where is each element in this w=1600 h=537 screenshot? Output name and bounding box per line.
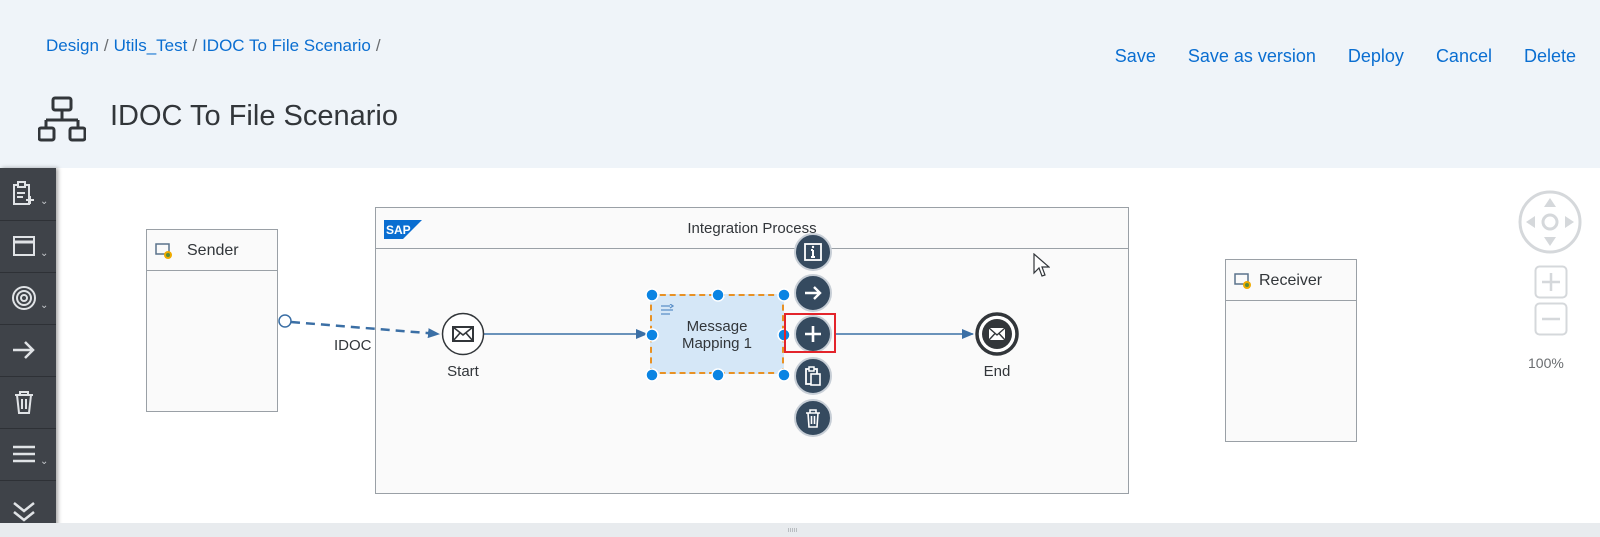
pan-control[interactable]	[1518, 190, 1582, 254]
add-button-highlight	[784, 313, 836, 353]
palette-events[interactable]: ⌄	[0, 272, 56, 325]
save-as-version-button[interactable]: Save as version	[1187, 46, 1316, 66]
end-event[interactable]	[975, 312, 1019, 356]
paste-button[interactable]	[794, 357, 832, 395]
palette-delete[interactable]	[0, 376, 56, 429]
palette-participants[interactable]: ⌄	[0, 168, 56, 221]
resize-handle[interactable]	[645, 368, 659, 382]
palette-menu[interactable]: ⌄	[0, 428, 56, 481]
sender-label: Sender	[187, 242, 239, 259]
header-actions: Save Save as version Deploy Cancel Delet…	[1083, 46, 1576, 67]
breadcrumb-separator: /	[192, 36, 198, 55]
delete-icon	[806, 409, 820, 428]
mapping-label-line2: Mapping 1	[681, 335, 753, 352]
breadcrumb-idoc-scenario[interactable]: IDOC To File Scenario	[202, 36, 371, 55]
page-header: Design/Utils_Test/IDOC To File Scenario/…	[0, 0, 1600, 168]
start-event[interactable]	[441, 312, 485, 356]
paste-icon	[805, 366, 821, 386]
breadcrumb-utils-test[interactable]: Utils_Test	[113, 36, 188, 55]
info-icon	[804, 243, 822, 261]
delete-button[interactable]: Delete	[1523, 46, 1576, 66]
cursor-icon	[1033, 253, 1050, 277]
receiver-pool[interactable]: Receiver	[1225, 259, 1357, 442]
menu-icon	[13, 445, 35, 463]
grip-icon	[788, 528, 798, 532]
sender-header: Sender	[147, 230, 277, 271]
events-icon	[12, 286, 36, 310]
process-icon	[13, 236, 35, 256]
connect-arrow-icon	[805, 286, 822, 300]
connection-label: IDOC	[334, 337, 372, 354]
connector-arrow-icon	[13, 341, 35, 359]
chevron-down-icon: ⌄	[40, 300, 49, 311]
palette-more[interactable]	[0, 480, 56, 537]
integration-flow-icon	[38, 96, 86, 142]
sap-logo-text: SAP	[386, 223, 411, 237]
zoom-level: 100%	[1528, 355, 1564, 371]
participant-icon	[1234, 273, 1251, 289]
chevron-down-icon: ⌄	[40, 248, 49, 259]
zoom-out-button[interactable]	[1534, 302, 1568, 336]
deploy-button[interactable]: Deploy	[1347, 46, 1404, 66]
breadcrumb-design[interactable]: Design	[46, 36, 99, 55]
mapping-icon	[661, 304, 674, 315]
delete-step-button[interactable]	[794, 399, 832, 437]
mapping-label: Message Mapping 1	[652, 318, 782, 352]
resize-handle[interactable]	[777, 368, 791, 382]
receiver-label: Receiver	[1259, 272, 1323, 289]
envelope-icon	[452, 326, 474, 342]
resize-handle[interactable]	[711, 288, 725, 302]
resize-handle[interactable]	[645, 328, 659, 342]
integration-process-title: Integration Process	[687, 220, 817, 237]
envelope-icon	[988, 327, 1006, 341]
palette-connector[interactable]	[0, 324, 56, 377]
chevron-down-icon: ⌄	[40, 456, 49, 467]
resize-handle[interactable]	[777, 288, 791, 302]
resize-handle[interactable]	[645, 288, 659, 302]
breadcrumb-separator: /	[103, 36, 109, 55]
zoom-in-button[interactable]	[1534, 265, 1568, 299]
participant-icon	[155, 243, 172, 259]
breadcrumb-separator: /	[375, 36, 381, 55]
breadcrumb: Design/Utils_Test/IDOC To File Scenario/	[46, 36, 386, 56]
sender-pool[interactable]: Sender	[146, 229, 278, 412]
idoc-connection[interactable]	[290, 320, 440, 339]
receiver-header: Receiver	[1226, 260, 1356, 301]
save-button[interactable]: Save	[1114, 46, 1156, 66]
properties-splitter[interactable]	[0, 523, 1600, 537]
start-label: Start	[447, 363, 479, 380]
info-button[interactable]	[794, 233, 832, 271]
chevron-down-icon: ⌄	[40, 196, 49, 207]
mapping-label-line1: Message	[686, 318, 748, 335]
add-icon	[805, 326, 821, 342]
more-icon	[13, 502, 35, 522]
sap-logo: SAP	[384, 220, 422, 239]
cancel-button[interactable]: Cancel	[1435, 46, 1492, 66]
connection-start-point	[278, 314, 292, 328]
tool-palette: ⌄ ⌄ ⌄ ⌄	[0, 168, 56, 537]
participants-icon	[13, 181, 34, 205]
end-label: End	[983, 363, 1011, 380]
plus-icon	[1542, 273, 1560, 291]
palette-process[interactable]: ⌄	[0, 220, 56, 273]
connect-button[interactable]	[794, 274, 832, 312]
integration-process-header: SAP Integration Process	[376, 208, 1128, 249]
page-title: IDOC To File Scenario	[110, 100, 398, 132]
message-mapping-step[interactable]: Message Mapping 1	[650, 294, 784, 374]
delete-icon	[15, 391, 33, 414]
resize-handle[interactable]	[711, 368, 725, 382]
